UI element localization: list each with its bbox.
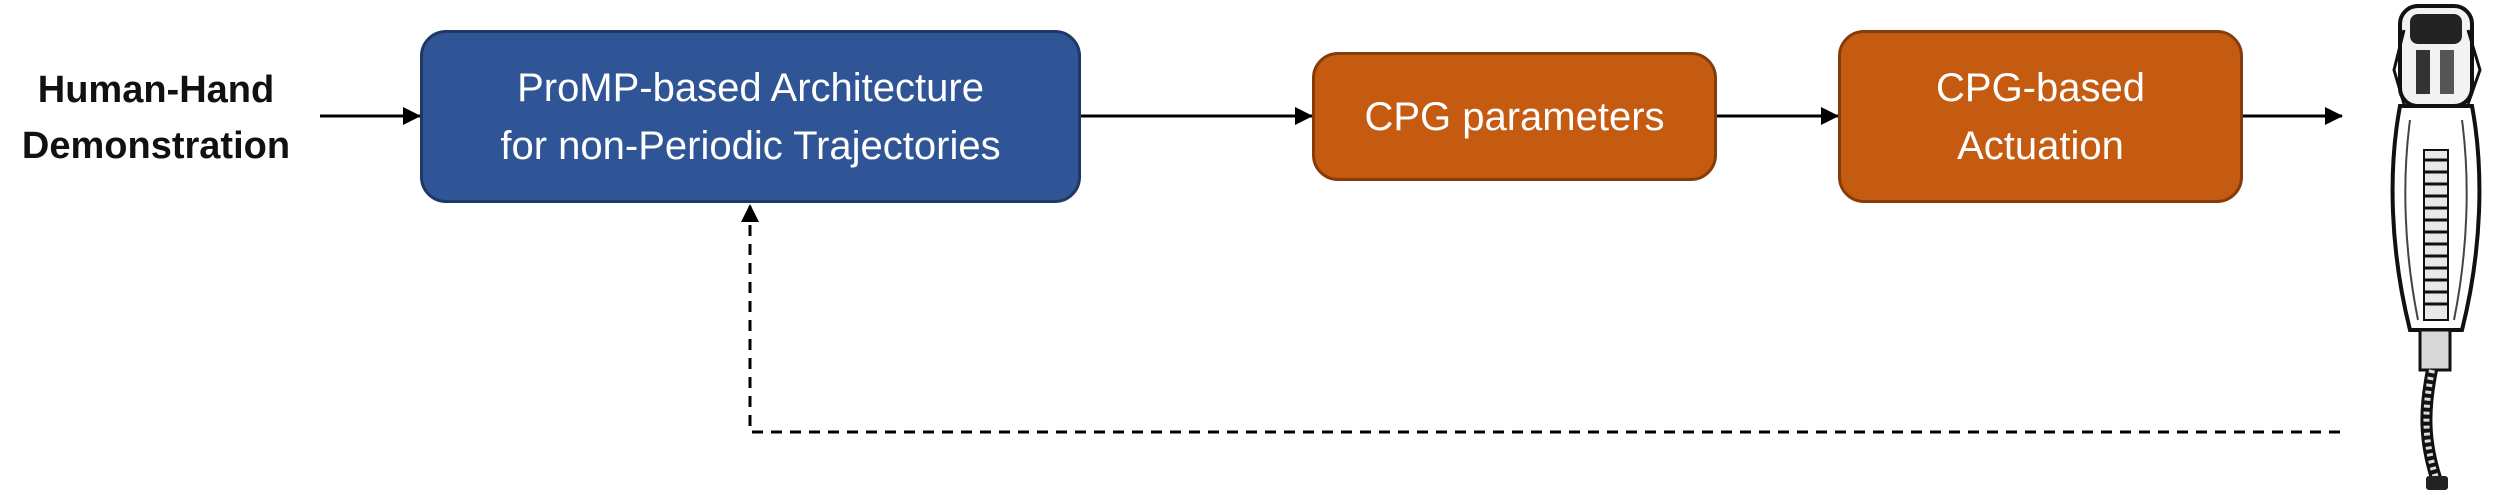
human-hand-demonstration-label: Human-Hand Demonstration <box>0 62 312 174</box>
cpg-parameters-block: CPG parameters <box>1312 52 1717 181</box>
feedback-dashed-line <box>741 204 2340 434</box>
input-label-line-1: Human-Hand <box>37 69 275 111</box>
cpg-actuation-block: CPG-based Actuation <box>1838 30 2243 203</box>
cpg-parameters-label: CPG parameters <box>1364 94 1665 139</box>
cpg-actuation-line-1: CPG-based <box>1936 65 2145 110</box>
promp-architecture-block: ProMP-based Architecture for non-Periodi… <box>420 30 1081 203</box>
soft-robot-arm-icon <box>2390 4 2482 490</box>
promp-block-line-2: for non-Periodic Trajectories <box>500 123 1001 168</box>
cpg-actuation-line-2: Actuation <box>1957 123 2124 168</box>
promp-block-line-1: ProMP-based Architecture <box>517 65 984 110</box>
input-label-line-2: Demonstration <box>21 125 291 167</box>
